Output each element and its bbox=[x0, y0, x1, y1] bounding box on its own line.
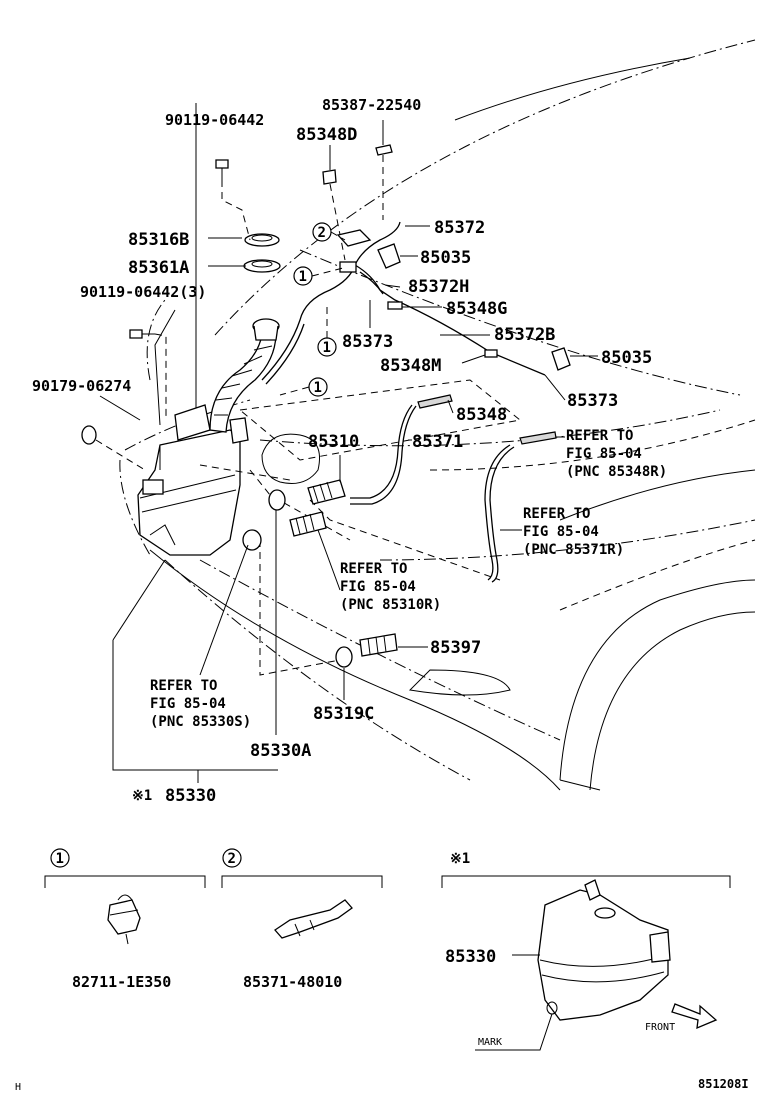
label-85330A: 85330A bbox=[250, 741, 311, 761]
filler-cap bbox=[243, 233, 281, 273]
assembly-leaders bbox=[95, 155, 501, 676]
refer-85310R-line1: REFER TO bbox=[340, 561, 407, 577]
label-85348D: 85348D bbox=[296, 125, 357, 145]
refer-85310R-line3: (PNC 85310R) bbox=[340, 597, 441, 613]
refer-85348R-line1: REFER TO bbox=[566, 428, 633, 444]
callout-circles: 2 1 1 1 bbox=[279, 222, 346, 397]
label-85397: 85397 bbox=[430, 638, 481, 658]
label-85319C: 85319C bbox=[313, 704, 374, 724]
refer-85348R-line2: FIG 85-04 bbox=[566, 446, 642, 462]
inset-2-callout: 2 bbox=[228, 851, 236, 867]
label-85387-22540: 85387-22540 bbox=[322, 96, 421, 114]
refer-85371R-line3: (PNC 85371R) bbox=[523, 542, 624, 558]
detail-inset-2: 2 85371-48010 bbox=[221, 848, 383, 991]
refer-85310R-line2: FIG 85-04 bbox=[340, 579, 416, 595]
label-85330: 85330 bbox=[165, 786, 216, 806]
refer-85330S-line2: FIG 85-04 bbox=[150, 696, 226, 712]
filler-neck-hose bbox=[209, 318, 280, 433]
label-90119-06442: 90119-06442 bbox=[165, 111, 264, 129]
label-85310: 85310 bbox=[308, 432, 359, 452]
level-sensor bbox=[335, 633, 398, 668]
front-arrow-icon bbox=[671, 1003, 718, 1030]
part-labels: 90119-06442 85387-22540 85348D 85372 853… bbox=[32, 96, 652, 806]
label-85035-lower: 85035 bbox=[601, 348, 652, 368]
note-mark-main: ※1 bbox=[132, 788, 152, 804]
refer-85371R-line2: FIG 85-04 bbox=[523, 524, 599, 540]
bolts-and-screws bbox=[81, 144, 393, 445]
washer-pump bbox=[242, 479, 346, 551]
callout-1-b: 1 bbox=[323, 340, 331, 356]
detail-inset-note1: ※1 85330 MARK FRONT bbox=[441, 851, 731, 1051]
figure-id: 851208I bbox=[698, 1077, 749, 1091]
callout-1-c: 1 bbox=[314, 380, 322, 396]
callout-1-a: 1 bbox=[299, 269, 307, 285]
label-85372B: 85372B bbox=[494, 325, 555, 345]
refer-85371R-line1: REFER TO bbox=[523, 506, 590, 522]
label-85316B: 85316B bbox=[128, 230, 189, 250]
label-85372: 85372 bbox=[434, 218, 485, 238]
label-85373-upper: 85373 bbox=[342, 332, 393, 352]
label-90119-06442-qty3: 90119-06442(3) bbox=[80, 283, 206, 301]
hoses bbox=[261, 221, 546, 583]
detail-inset-1: 1 82711-1E350 bbox=[44, 848, 206, 991]
refer-85330S-line3: (PNC 85330S) bbox=[150, 714, 251, 730]
label-82711-1E350: 82711-1E350 bbox=[72, 973, 171, 991]
refer-notes: REFER TO FIG 85-04 (PNC 85348R) REFER TO… bbox=[150, 428, 667, 730]
label-front: FRONT bbox=[645, 1022, 675, 1033]
inset-1-callout: 1 bbox=[56, 851, 64, 867]
callout-2-a: 2 bbox=[318, 225, 326, 241]
label-90179-06274: 90179-06274 bbox=[32, 377, 131, 395]
footer: H 851208I bbox=[15, 1077, 749, 1093]
label-85372H: 85372H bbox=[408, 277, 469, 297]
washer-tank bbox=[137, 404, 249, 556]
label-85348: 85348 bbox=[456, 405, 507, 425]
label-85348G: 85348G bbox=[446, 299, 507, 319]
label-85373-lower: 85373 bbox=[567, 391, 618, 411]
label-mark: MARK bbox=[478, 1037, 502, 1048]
inset-note-mark: ※1 bbox=[450, 851, 470, 867]
hose-connectors bbox=[336, 229, 571, 445]
label-85348M: 85348M bbox=[380, 356, 441, 376]
label-leaders bbox=[99, 103, 598, 783]
label-85330-inset: 85330 bbox=[445, 947, 496, 967]
refer-85330S-line1: REFER TO bbox=[150, 678, 217, 694]
label-85371-48010: 85371-48010 bbox=[243, 973, 342, 991]
footer-left-code: H bbox=[15, 1082, 21, 1093]
label-85371: 85371 bbox=[412, 432, 463, 452]
label-85361A: 85361A bbox=[128, 258, 189, 278]
refer-85348R-line3: (PNC 85348R) bbox=[566, 464, 667, 480]
label-85035-upper: 85035 bbox=[420, 248, 471, 268]
